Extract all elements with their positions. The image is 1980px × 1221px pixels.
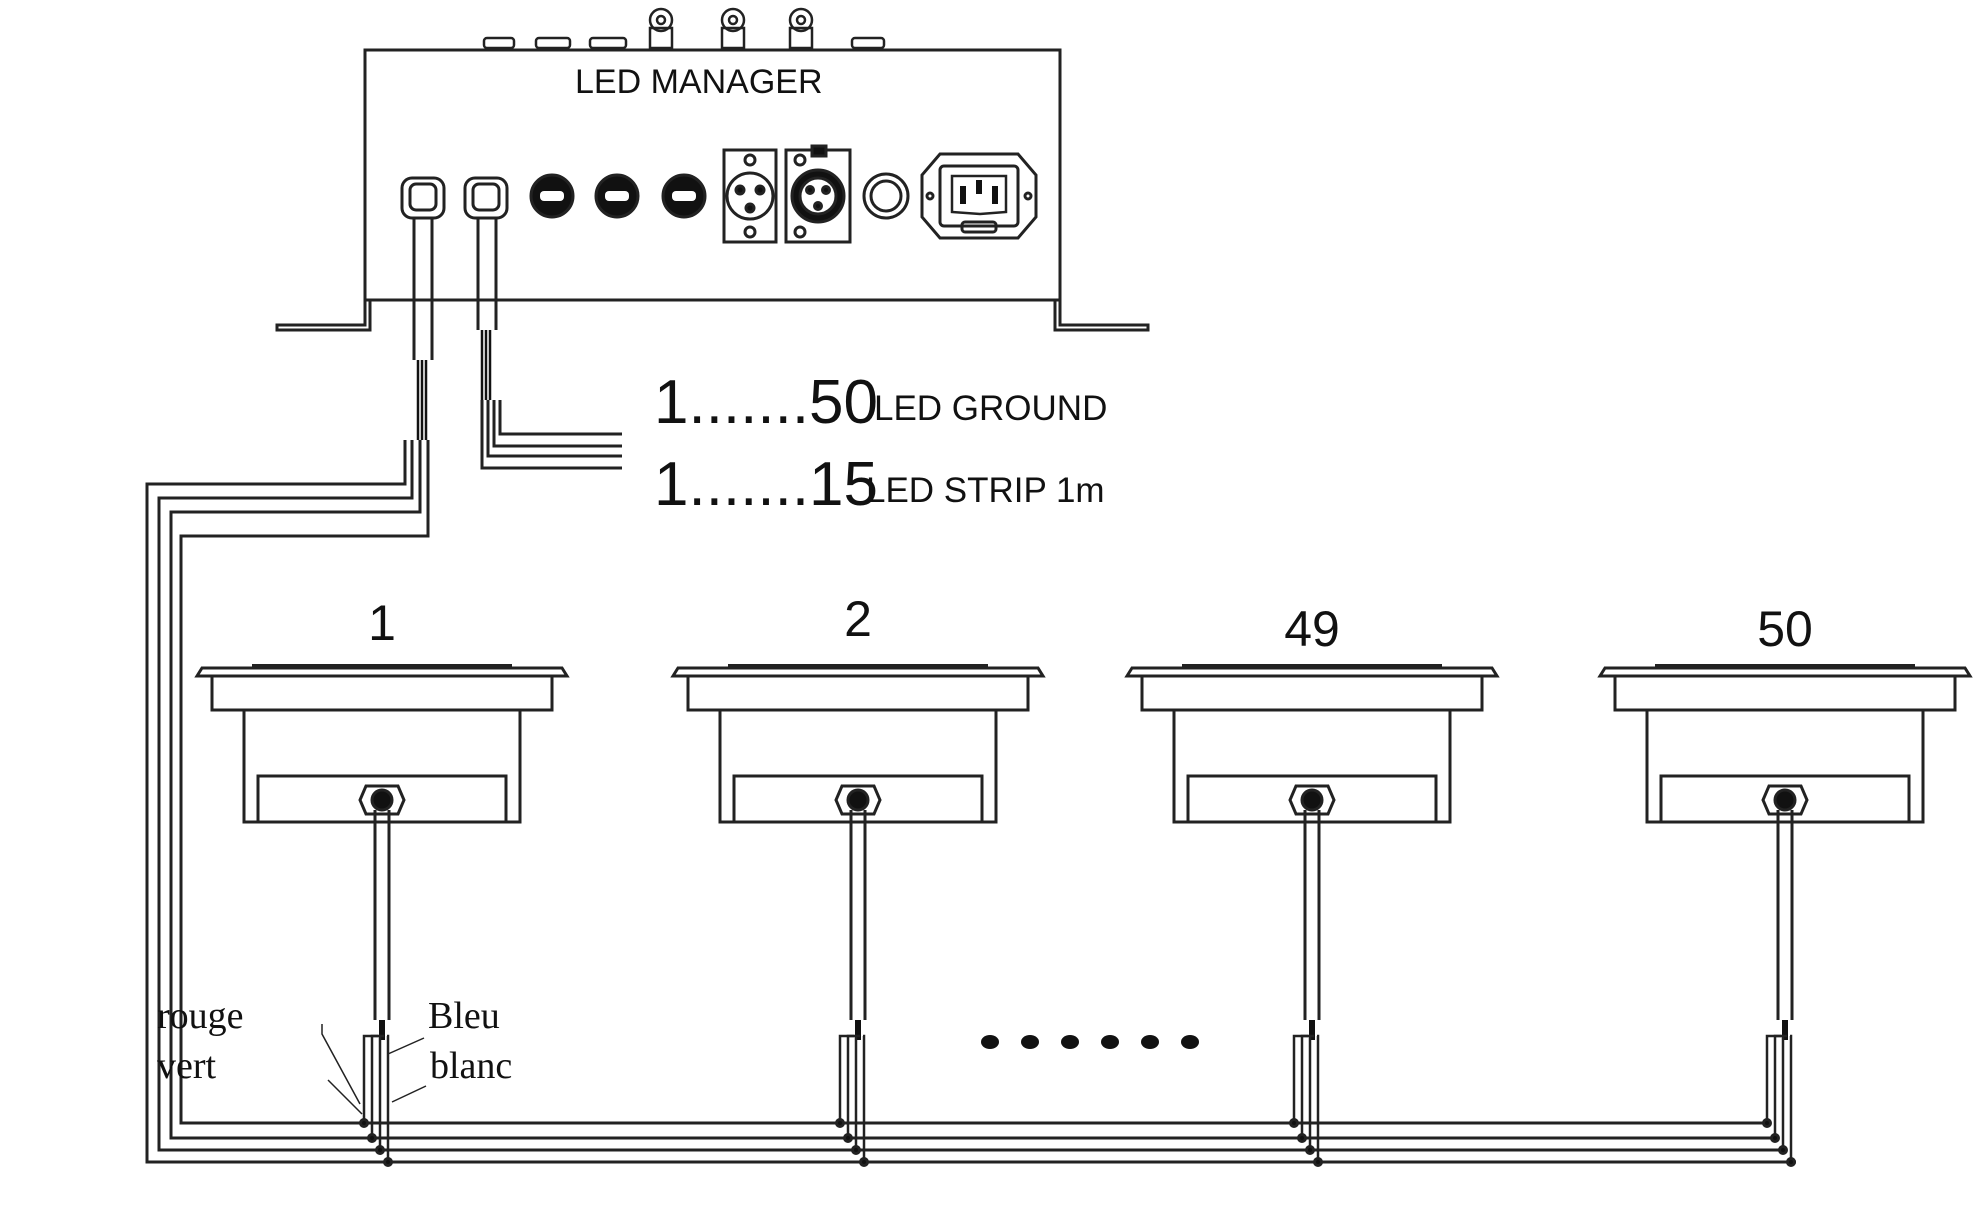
fixture-number: 50 — [1757, 601, 1813, 657]
fixture-gland-hole — [370, 788, 394, 812]
wire-junction — [1778, 1145, 1788, 1155]
fixture-wire — [1316, 1034, 1320, 1162]
ellipsis-dot — [981, 1035, 999, 1049]
wire-label-leaders — [321, 1024, 427, 1115]
ellipsis-dot — [1101, 1035, 1119, 1049]
wire-label-vert: vert — [157, 1045, 217, 1087]
cable-gland-strip — [463, 176, 509, 220]
fixture-base-plate — [1186, 774, 1438, 824]
round-button-1 — [529, 173, 575, 219]
xlr-male-connector — [722, 148, 778, 244]
wire-junction — [375, 1145, 385, 1155]
ellipsis-dots — [981, 1035, 1199, 1049]
ground-output-cable — [145, 218, 540, 1164]
fixture-wire — [846, 1034, 857, 1138]
wire-junction — [383, 1157, 393, 1167]
wire-junction — [1297, 1133, 1307, 1143]
wire-junction — [1770, 1133, 1780, 1143]
controller-body — [363, 48, 1062, 302]
fixture-cable — [1303, 810, 1321, 1020]
fixture-wire — [862, 1034, 866, 1162]
fixture-wire — [1308, 1034, 1314, 1150]
led-manager-controller: LED MANAGER — [275, 7, 1150, 332]
fixture-50: 50 — [1597, 601, 1973, 1167]
fixture-gland-hole — [1773, 788, 1797, 812]
wire-label-blanc: blanc — [430, 1045, 512, 1087]
xlr-female-connector — [784, 144, 852, 244]
fixture-wire — [1789, 1034, 1793, 1162]
wire-junction — [1786, 1157, 1796, 1167]
fixture-flange — [686, 674, 1030, 712]
output-labels: 1.......50 LED GROUND 1.......15 LED STR… — [654, 368, 1107, 519]
wire-junction — [851, 1145, 861, 1155]
wire-labels: rouge vert Bleu blanc — [157, 995, 512, 1087]
fixture-cable — [373, 810, 391, 1020]
wire-junction — [367, 1133, 377, 1143]
wire-junction — [1762, 1118, 1772, 1128]
round-button-2 — [594, 173, 640, 219]
bus-wire-3 — [169, 440, 540, 1140]
wire-label-rouge: rouge — [157, 995, 244, 1037]
bus-wire-4 — [179, 440, 540, 1125]
ellipsis-dot — [1181, 1035, 1199, 1049]
fixture-gland-hole — [846, 788, 870, 812]
fixtures-group: 1 2 49 50 — [194, 591, 1973, 1167]
knob-2 — [720, 7, 746, 50]
fixture-base-plate — [732, 774, 984, 824]
wire-junction — [859, 1157, 869, 1167]
right-foot — [1053, 300, 1150, 332]
fixture-cable — [849, 810, 867, 1020]
bus-lines — [540, 1121, 1796, 1164]
ellipsis-dot — [1021, 1035, 1039, 1049]
top-connectors — [482, 7, 886, 50]
fixture-wire — [854, 1034, 860, 1150]
wire-junction — [835, 1118, 845, 1128]
strip-output-cable — [476, 218, 622, 470]
fixture-49: 49 — [1124, 601, 1500, 1167]
controller-title: LED MANAGER — [575, 63, 823, 101]
cable-gland-ground — [400, 176, 446, 220]
fixture-flange — [210, 674, 554, 712]
wire-junction — [359, 1118, 369, 1128]
fuse-holder — [862, 172, 910, 220]
fixture-wire — [1773, 1034, 1784, 1138]
fixture-number: 49 — [1284, 601, 1340, 657]
knob-3 — [788, 7, 814, 50]
power-socket — [920, 152, 1038, 240]
bus-wire-2 — [157, 440, 540, 1152]
fixture-2: 2 — [670, 591, 1046, 1167]
fixture-base-plate — [256, 774, 508, 824]
fixture-flange — [1613, 674, 1957, 712]
ellipsis-dot — [1141, 1035, 1159, 1049]
fixture-wire — [1781, 1034, 1787, 1150]
fixture-cable — [1776, 810, 1794, 1020]
ground-label: LED GROUND — [874, 389, 1107, 428]
round-button-3 — [661, 173, 707, 219]
fixture-wire — [1300, 1034, 1311, 1138]
fixture-flange — [1140, 674, 1484, 712]
wire-label-bleu: Bleu — [428, 995, 500, 1037]
fixture-base-plate — [1659, 774, 1911, 824]
fixture-wire — [370, 1034, 381, 1138]
fixture-gland-hole — [1300, 788, 1324, 812]
wire-junction — [1289, 1118, 1299, 1128]
fixture-number: 2 — [844, 591, 872, 647]
ground-range: 1.......50 — [654, 368, 878, 437]
strip-range: 1.......15 — [654, 450, 878, 519]
wire-junction — [843, 1133, 853, 1143]
fixture-wire — [378, 1034, 384, 1150]
fixture-number: 1 — [368, 595, 396, 651]
fixture-1: 1 — [194, 595, 570, 1167]
strip-label: LED STRIP 1m — [866, 471, 1105, 510]
bus-wire-1 — [145, 440, 540, 1164]
wire-junction — [1305, 1145, 1315, 1155]
knob-1 — [648, 7, 674, 50]
ellipsis-dot — [1061, 1035, 1079, 1049]
wire-junction — [1313, 1157, 1323, 1167]
left-foot — [275, 300, 372, 332]
fixture-wire — [386, 1034, 390, 1162]
